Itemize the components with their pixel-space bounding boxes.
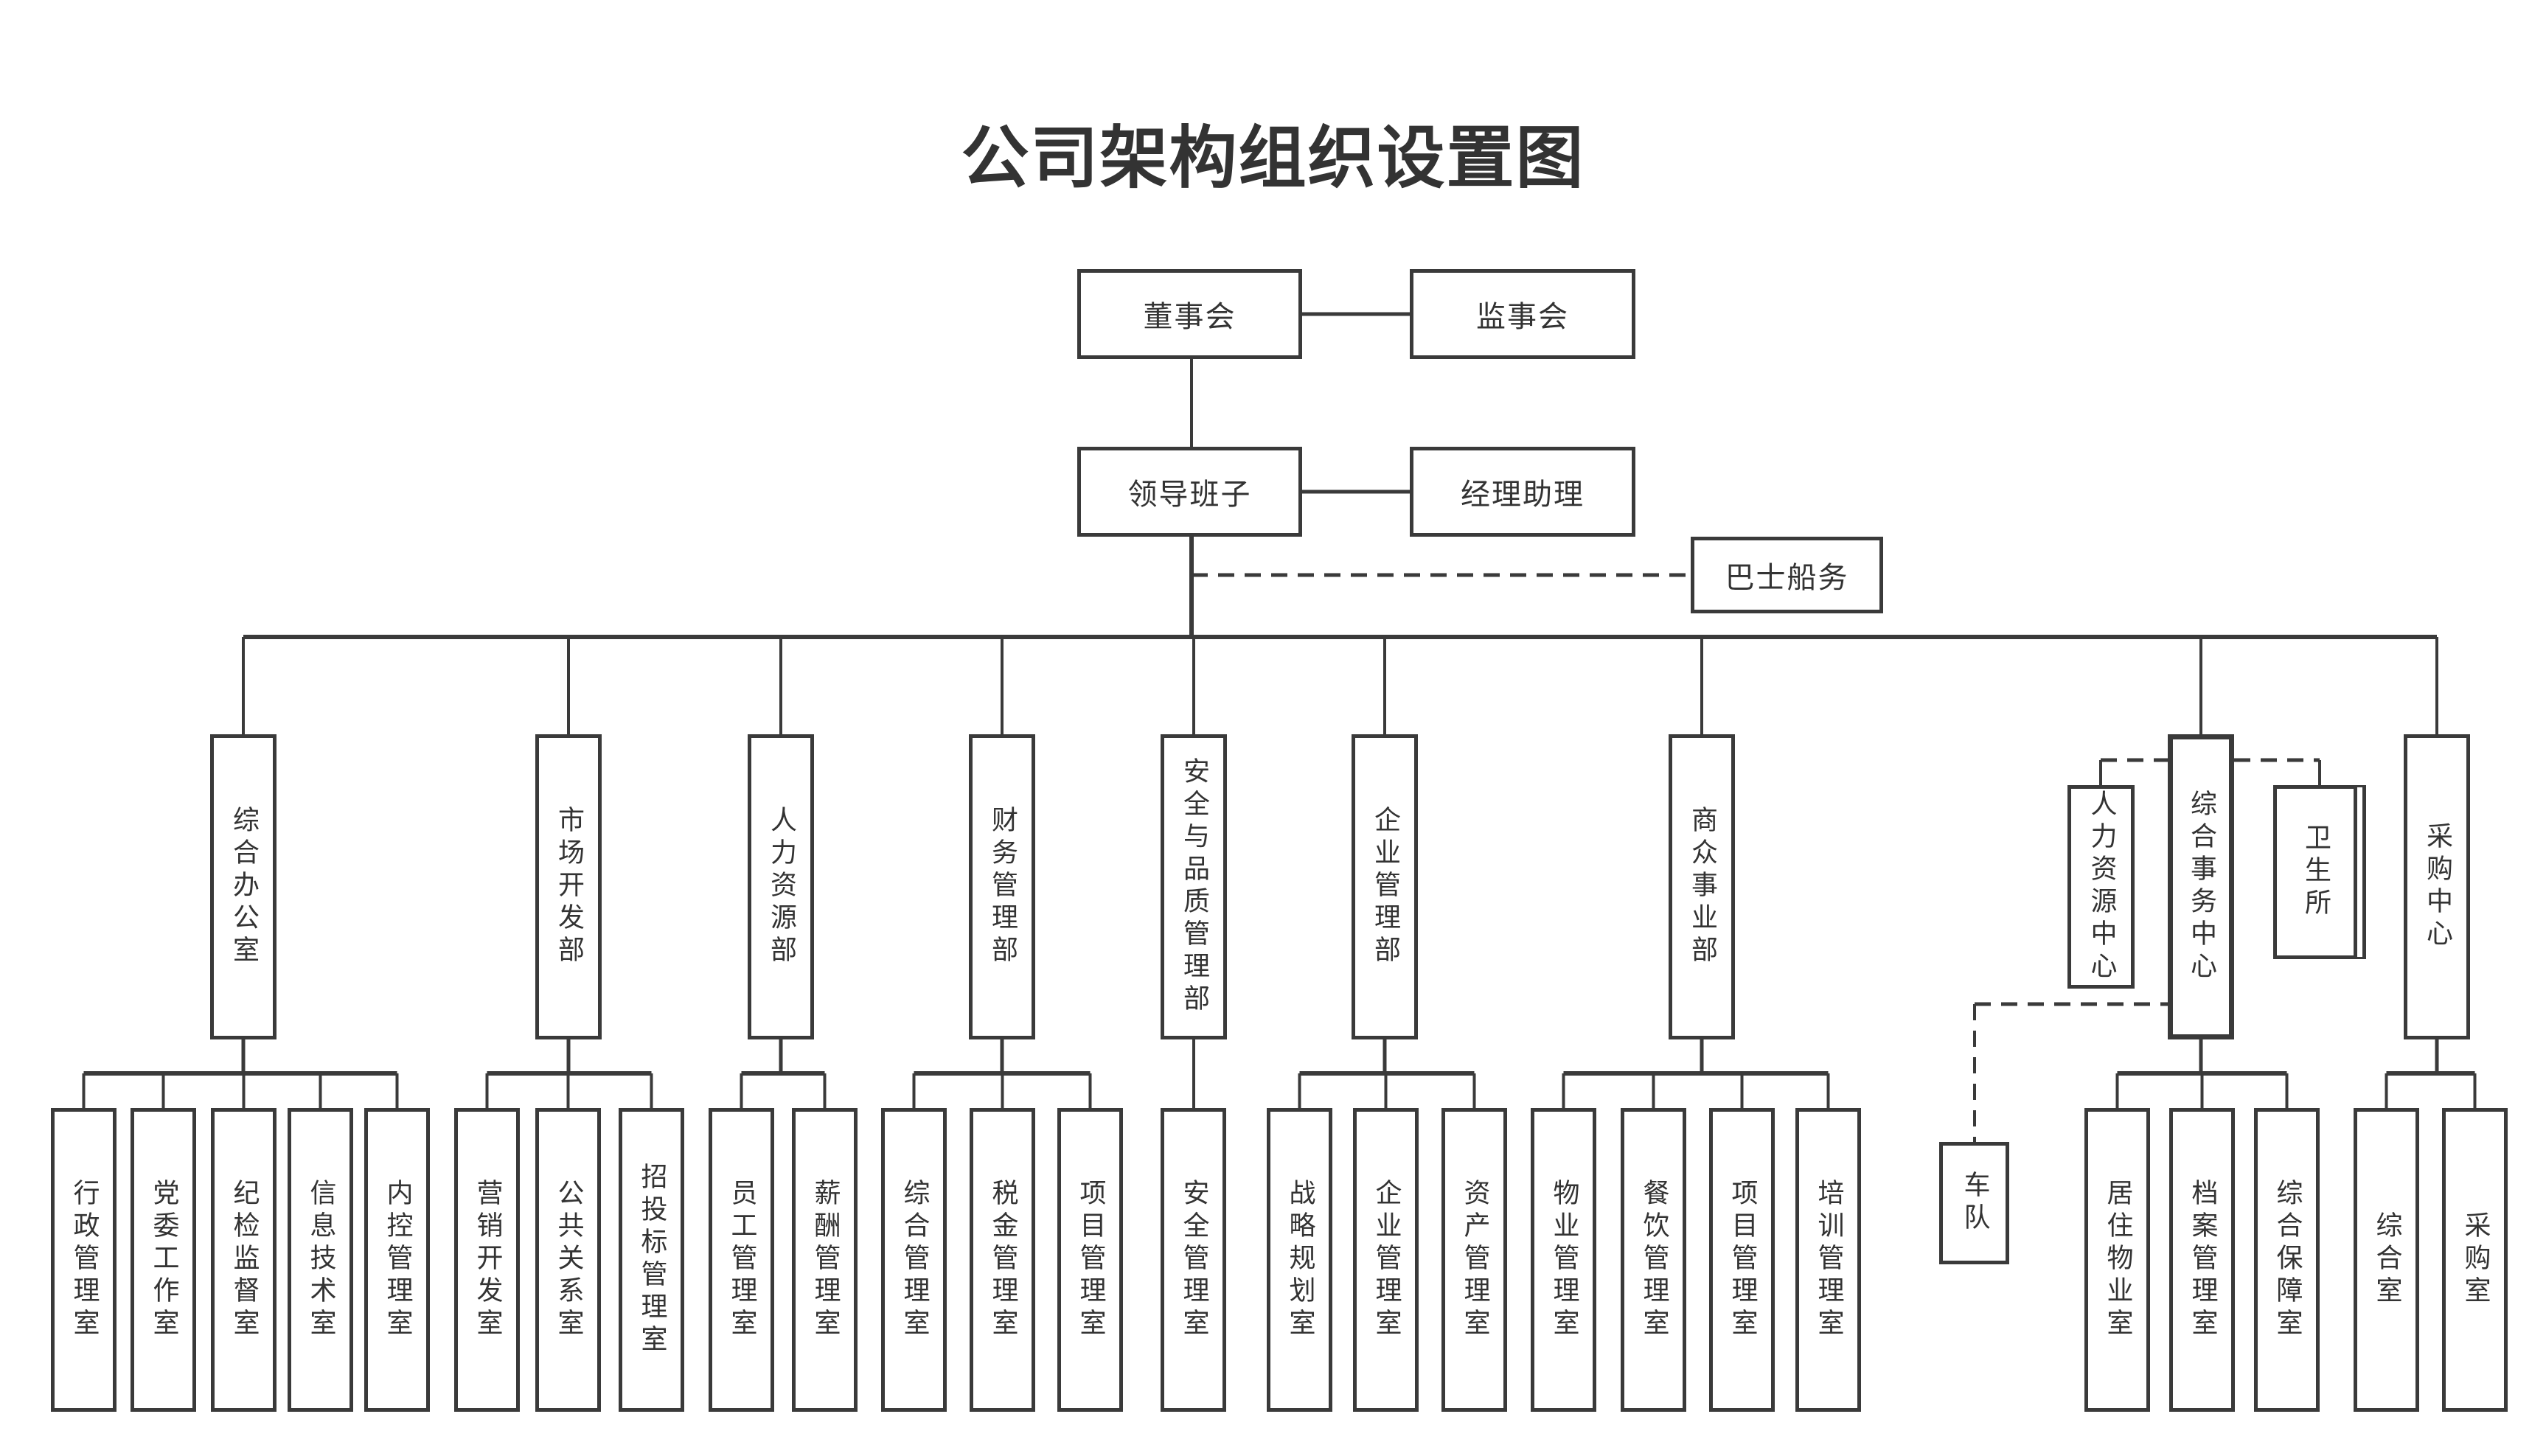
office-node-label: 安全管理室	[1178, 1179, 1209, 1341]
office-node-label: 信息技术室	[305, 1179, 336, 1341]
office-node-label: 招投标管理室	[636, 1163, 667, 1357]
office-node-label: 行政管理室	[69, 1179, 100, 1341]
leadership-node-label: 领导班子	[1127, 478, 1252, 512]
bus-shipping-node-label: 巴士船务	[1725, 561, 1849, 595]
office-node-label: 餐饮管理室	[1638, 1179, 1669, 1341]
department-node[interactable]: 安全与品质管理部	[1161, 734, 1227, 1039]
chart-title: 公司架构组织设置图	[961, 119, 1585, 198]
department-node[interactable]: 人力资源部	[748, 734, 814, 1039]
office-node[interactable]: 营销开发室	[454, 1108, 520, 1412]
office-node[interactable]: 资产管理室	[1441, 1108, 1507, 1412]
office-node-label: 税金管理室	[987, 1179, 1018, 1341]
manager-assistant-node-label: 经理助理	[1461, 478, 1585, 512]
office-node[interactable]: 项目管理室	[1057, 1108, 1123, 1412]
manager-assistant-node[interactable]: 经理助理	[1410, 447, 1635, 537]
board-node[interactable]: 董事会	[1077, 269, 1302, 359]
department-node-label: 市场开发部	[554, 806, 584, 968]
office-node[interactable]: 税金管理室	[970, 1108, 1035, 1412]
office-node-label: 综合保障室	[2272, 1179, 2303, 1341]
office-node[interactable]: 物业管理室	[1531, 1108, 1596, 1412]
office-node-label: 综合室	[2371, 1211, 2402, 1309]
department-node-label: 综合事务中心	[2186, 790, 2216, 984]
board-node-label: 董事会	[1143, 300, 1237, 334]
office-node[interactable]: 综合室	[2354, 1108, 2419, 1412]
office-node-label: 居住物业室	[2102, 1179, 2133, 1341]
office-node-label: 公共关系室	[553, 1179, 584, 1341]
office-node-label: 项目管理室	[1727, 1179, 1758, 1341]
office-node-label: 薪酬管理室	[810, 1179, 841, 1341]
department-node-label: 综合办公室	[229, 806, 259, 968]
office-node-label: 员工管理室	[726, 1179, 757, 1341]
office-node-label: 档案管理室	[2187, 1179, 2218, 1341]
office-node-label: 内控管理室	[382, 1179, 413, 1341]
department-node[interactable]: 企业管理部	[1352, 734, 1418, 1039]
office-node[interactable]: 档案管理室	[2169, 1108, 2235, 1412]
office-node[interactable]: 战略规划室	[1267, 1108, 1332, 1412]
department-node-label: 商众事业部	[1687, 806, 1717, 968]
leadership-node[interactable]: 领导班子	[1077, 447, 1302, 537]
office-node[interactable]: 行政管理室	[51, 1108, 116, 1412]
department-node-label: 财务管理部	[987, 806, 1018, 968]
department-node[interactable]: 财务管理部	[969, 734, 1035, 1039]
department-node-label: 安全与品质管理部	[1179, 757, 1209, 1017]
office-node[interactable]: 招投标管理室	[619, 1108, 684, 1412]
office-node-label: 纪检监督室	[229, 1179, 260, 1341]
department-node[interactable]: 综合办公室	[210, 734, 276, 1039]
office-node[interactable]: 信息技术室	[288, 1108, 353, 1412]
office-node-label: 培训管理室	[1813, 1179, 1844, 1341]
office-node[interactable]: 居住物业室	[2084, 1108, 2150, 1412]
department-node-label: 企业管理部	[1370, 806, 1400, 968]
office-node-label: 营销开发室	[472, 1179, 503, 1341]
office-node[interactable]: 企业管理室	[1353, 1108, 1419, 1412]
office-node[interactable]: 员工管理室	[709, 1108, 774, 1412]
department-node[interactable]: 综合事务中心	[2168, 734, 2234, 1039]
fleet-node-label: 车队	[1959, 1171, 1990, 1236]
office-node[interactable]: 培训管理室	[1795, 1108, 1861, 1412]
clinic-node-label: 卫生所	[2300, 823, 2331, 921]
bus-shipping-node[interactable]: 巴士船务	[1691, 537, 1883, 613]
office-node-label: 企业管理室	[1371, 1179, 1402, 1341]
office-node[interactable]: 内控管理室	[364, 1108, 430, 1412]
department-node[interactable]: 商众事业部	[1669, 734, 1735, 1039]
department-node[interactable]: 市场开发部	[535, 734, 602, 1039]
office-node[interactable]: 纪检监督室	[211, 1108, 276, 1412]
hr-center-node-label: 人力资源中心	[2086, 790, 2117, 984]
office-node-label: 采购室	[2460, 1211, 2491, 1309]
office-node[interactable]: 餐饮管理室	[1621, 1108, 1686, 1412]
fleet-node[interactable]: 车队	[1939, 1142, 2009, 1264]
supervisors-node-label: 监事会	[1476, 300, 1569, 334]
office-node-label: 物业管理室	[1548, 1179, 1579, 1341]
hr-center-node[interactable]: 人力资源中心	[2067, 785, 2135, 989]
office-node-label: 资产管理室	[1459, 1179, 1490, 1341]
clinic-node[interactable]: 卫生所	[2273, 785, 2357, 959]
office-node-label: 党委工作室	[148, 1179, 179, 1341]
office-node[interactable]: 公共关系室	[535, 1108, 601, 1412]
office-node-label: 综合管理室	[899, 1179, 930, 1341]
supervisors-node[interactable]: 监事会	[1410, 269, 1635, 359]
department-node-label: 采购中心	[2422, 822, 2452, 952]
office-node-label: 战略规划室	[1284, 1179, 1315, 1341]
department-node-label: 人力资源部	[766, 806, 796, 968]
office-node[interactable]: 项目管理室	[1709, 1108, 1775, 1412]
office-node[interactable]: 安全管理室	[1161, 1108, 1226, 1412]
office-node[interactable]: 党委工作室	[131, 1108, 196, 1412]
office-node-label: 项目管理室	[1075, 1179, 1106, 1341]
department-node[interactable]: 采购中心	[2404, 734, 2470, 1039]
office-node[interactable]: 综合管理室	[881, 1108, 947, 1412]
office-node[interactable]: 薪酬管理室	[792, 1108, 858, 1412]
office-node[interactable]: 采购室	[2442, 1108, 2508, 1412]
office-node[interactable]: 综合保障室	[2254, 1108, 2320, 1412]
